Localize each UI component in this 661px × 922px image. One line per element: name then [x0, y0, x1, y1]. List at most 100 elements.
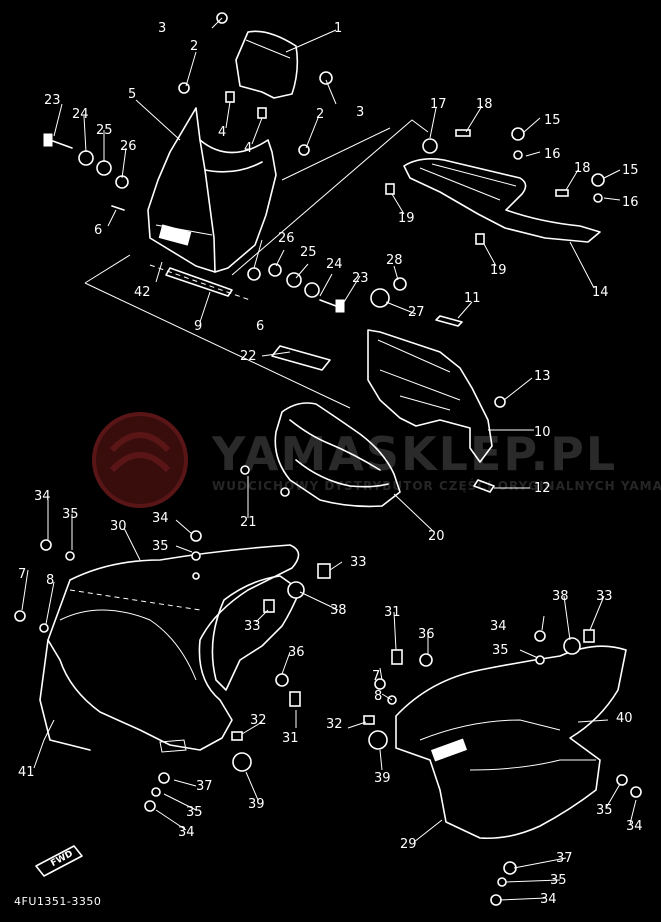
part-label: 1	[334, 21, 342, 36]
grommet-icon	[419, 653, 433, 667]
part-label: 3	[158, 21, 166, 36]
damper-icon	[555, 189, 569, 197]
grommet-icon	[240, 465, 250, 475]
part-label: 23	[352, 271, 369, 286]
part-label: 36	[288, 645, 305, 660]
grommet-icon	[232, 752, 252, 772]
mirror-bracket	[385, 127, 605, 245]
nut-icon	[111, 205, 125, 211]
washer-icon	[65, 551, 75, 561]
part-label: 35	[492, 643, 509, 658]
collar-icon	[247, 267, 261, 281]
trim-clip-icon	[289, 691, 301, 707]
guide-lines	[69, 119, 429, 611]
nut-icon	[393, 277, 407, 291]
part-label: 12	[534, 481, 551, 496]
bolt-icon	[40, 539, 52, 551]
washer-icon	[497, 877, 507, 887]
part-label: 6	[94, 223, 102, 238]
part-label: 40	[616, 711, 633, 726]
part-label: 33	[244, 619, 261, 634]
washer-icon	[616, 774, 628, 786]
bolt-shaft	[49, 139, 73, 149]
part-label: 18	[574, 161, 591, 176]
trim-clip-icon	[391, 649, 403, 665]
guide-line-side	[69, 589, 201, 611]
bolt-icon	[494, 396, 506, 408]
bolt-icon	[630, 786, 642, 798]
left-side-cowling	[39, 544, 301, 753]
part-label: 35	[186, 805, 203, 820]
grommet-icon	[275, 673, 289, 687]
damper-icon	[583, 629, 595, 643]
collar-icon	[192, 572, 200, 580]
part-label: 26	[278, 231, 295, 246]
clip-icon	[231, 731, 243, 741]
grommet-icon	[96, 160, 112, 176]
guide-line-dashed	[149, 264, 251, 301]
part-label: 42	[134, 285, 151, 300]
forward-arrow-icon	[35, 845, 83, 877]
headlight-body	[240, 345, 401, 508]
part-label: 8	[374, 689, 382, 704]
part-labels: 1 2 2 3 3 4 4 5 6 6 7 7 8 8 9 10 11 12 1…	[18, 21, 643, 907]
part-label: 36	[418, 627, 435, 642]
part-label: 4	[218, 125, 226, 140]
part-label: 34	[490, 619, 507, 634]
part-label: 24	[326, 257, 343, 272]
nut-icon	[319, 71, 333, 85]
grommet-icon	[287, 581, 305, 599]
windshield	[235, 30, 299, 99]
part-label: 39	[248, 797, 265, 812]
guide-line-upper	[231, 119, 429, 276]
collar-icon	[475, 233, 485, 245]
damper-icon	[455, 129, 471, 137]
part-label: 37	[556, 851, 573, 866]
part-label: 17	[430, 97, 447, 112]
part-label: 16	[622, 195, 639, 210]
part-label: 4	[244, 141, 252, 156]
part-label: 33	[350, 555, 367, 570]
part-label: 9	[194, 319, 202, 334]
part-label: 25	[300, 245, 317, 260]
guide-line-left	[84, 254, 351, 409]
part-label: 19	[398, 211, 415, 226]
bolt-head-icon	[43, 133, 53, 147]
hardware-left-cowling	[14, 530, 331, 812]
hardware-upper-left	[43, 133, 129, 211]
part-label: 35	[62, 507, 79, 522]
watermark-sub-text: WUDCICHOWY DYSTRYBUTOR CZĘŚCI ORYGINALNY…	[212, 478, 661, 493]
bolt-icon	[144, 800, 156, 812]
part-label: 38	[330, 603, 347, 618]
part-label: 18	[476, 97, 493, 112]
watermark-main-text: YAMASKLEP.PL	[211, 427, 617, 481]
part-label: 28	[386, 253, 403, 268]
nut-icon	[511, 127, 525, 141]
collar-icon	[385, 183, 395, 195]
washer-icon	[39, 623, 49, 633]
washer-icon	[513, 150, 523, 160]
grommet-icon	[422, 138, 438, 154]
part-label: 2	[190, 39, 198, 54]
bolt-head-icon	[335, 299, 345, 313]
part-label: 31	[282, 731, 299, 746]
part-label: 25	[96, 123, 113, 138]
part-label: 22	[240, 349, 257, 364]
leader-lines	[21, 17, 637, 901]
part-label: 34	[540, 892, 557, 907]
part-label: 35	[152, 539, 169, 554]
part-label: 15	[544, 113, 561, 128]
grommet-icon	[368, 730, 388, 750]
part-label: 38	[552, 589, 569, 604]
screw-icon	[298, 144, 310, 156]
yamaha-emblem-icon	[158, 224, 192, 246]
drawing-code: 4FU1351-3350	[14, 895, 101, 908]
part-label: 2	[316, 107, 324, 122]
part-label: 11	[464, 291, 481, 306]
washer-icon	[593, 193, 603, 203]
part-label: 33	[596, 589, 613, 604]
bolt-icon	[490, 894, 502, 906]
washer-icon	[191, 551, 201, 561]
